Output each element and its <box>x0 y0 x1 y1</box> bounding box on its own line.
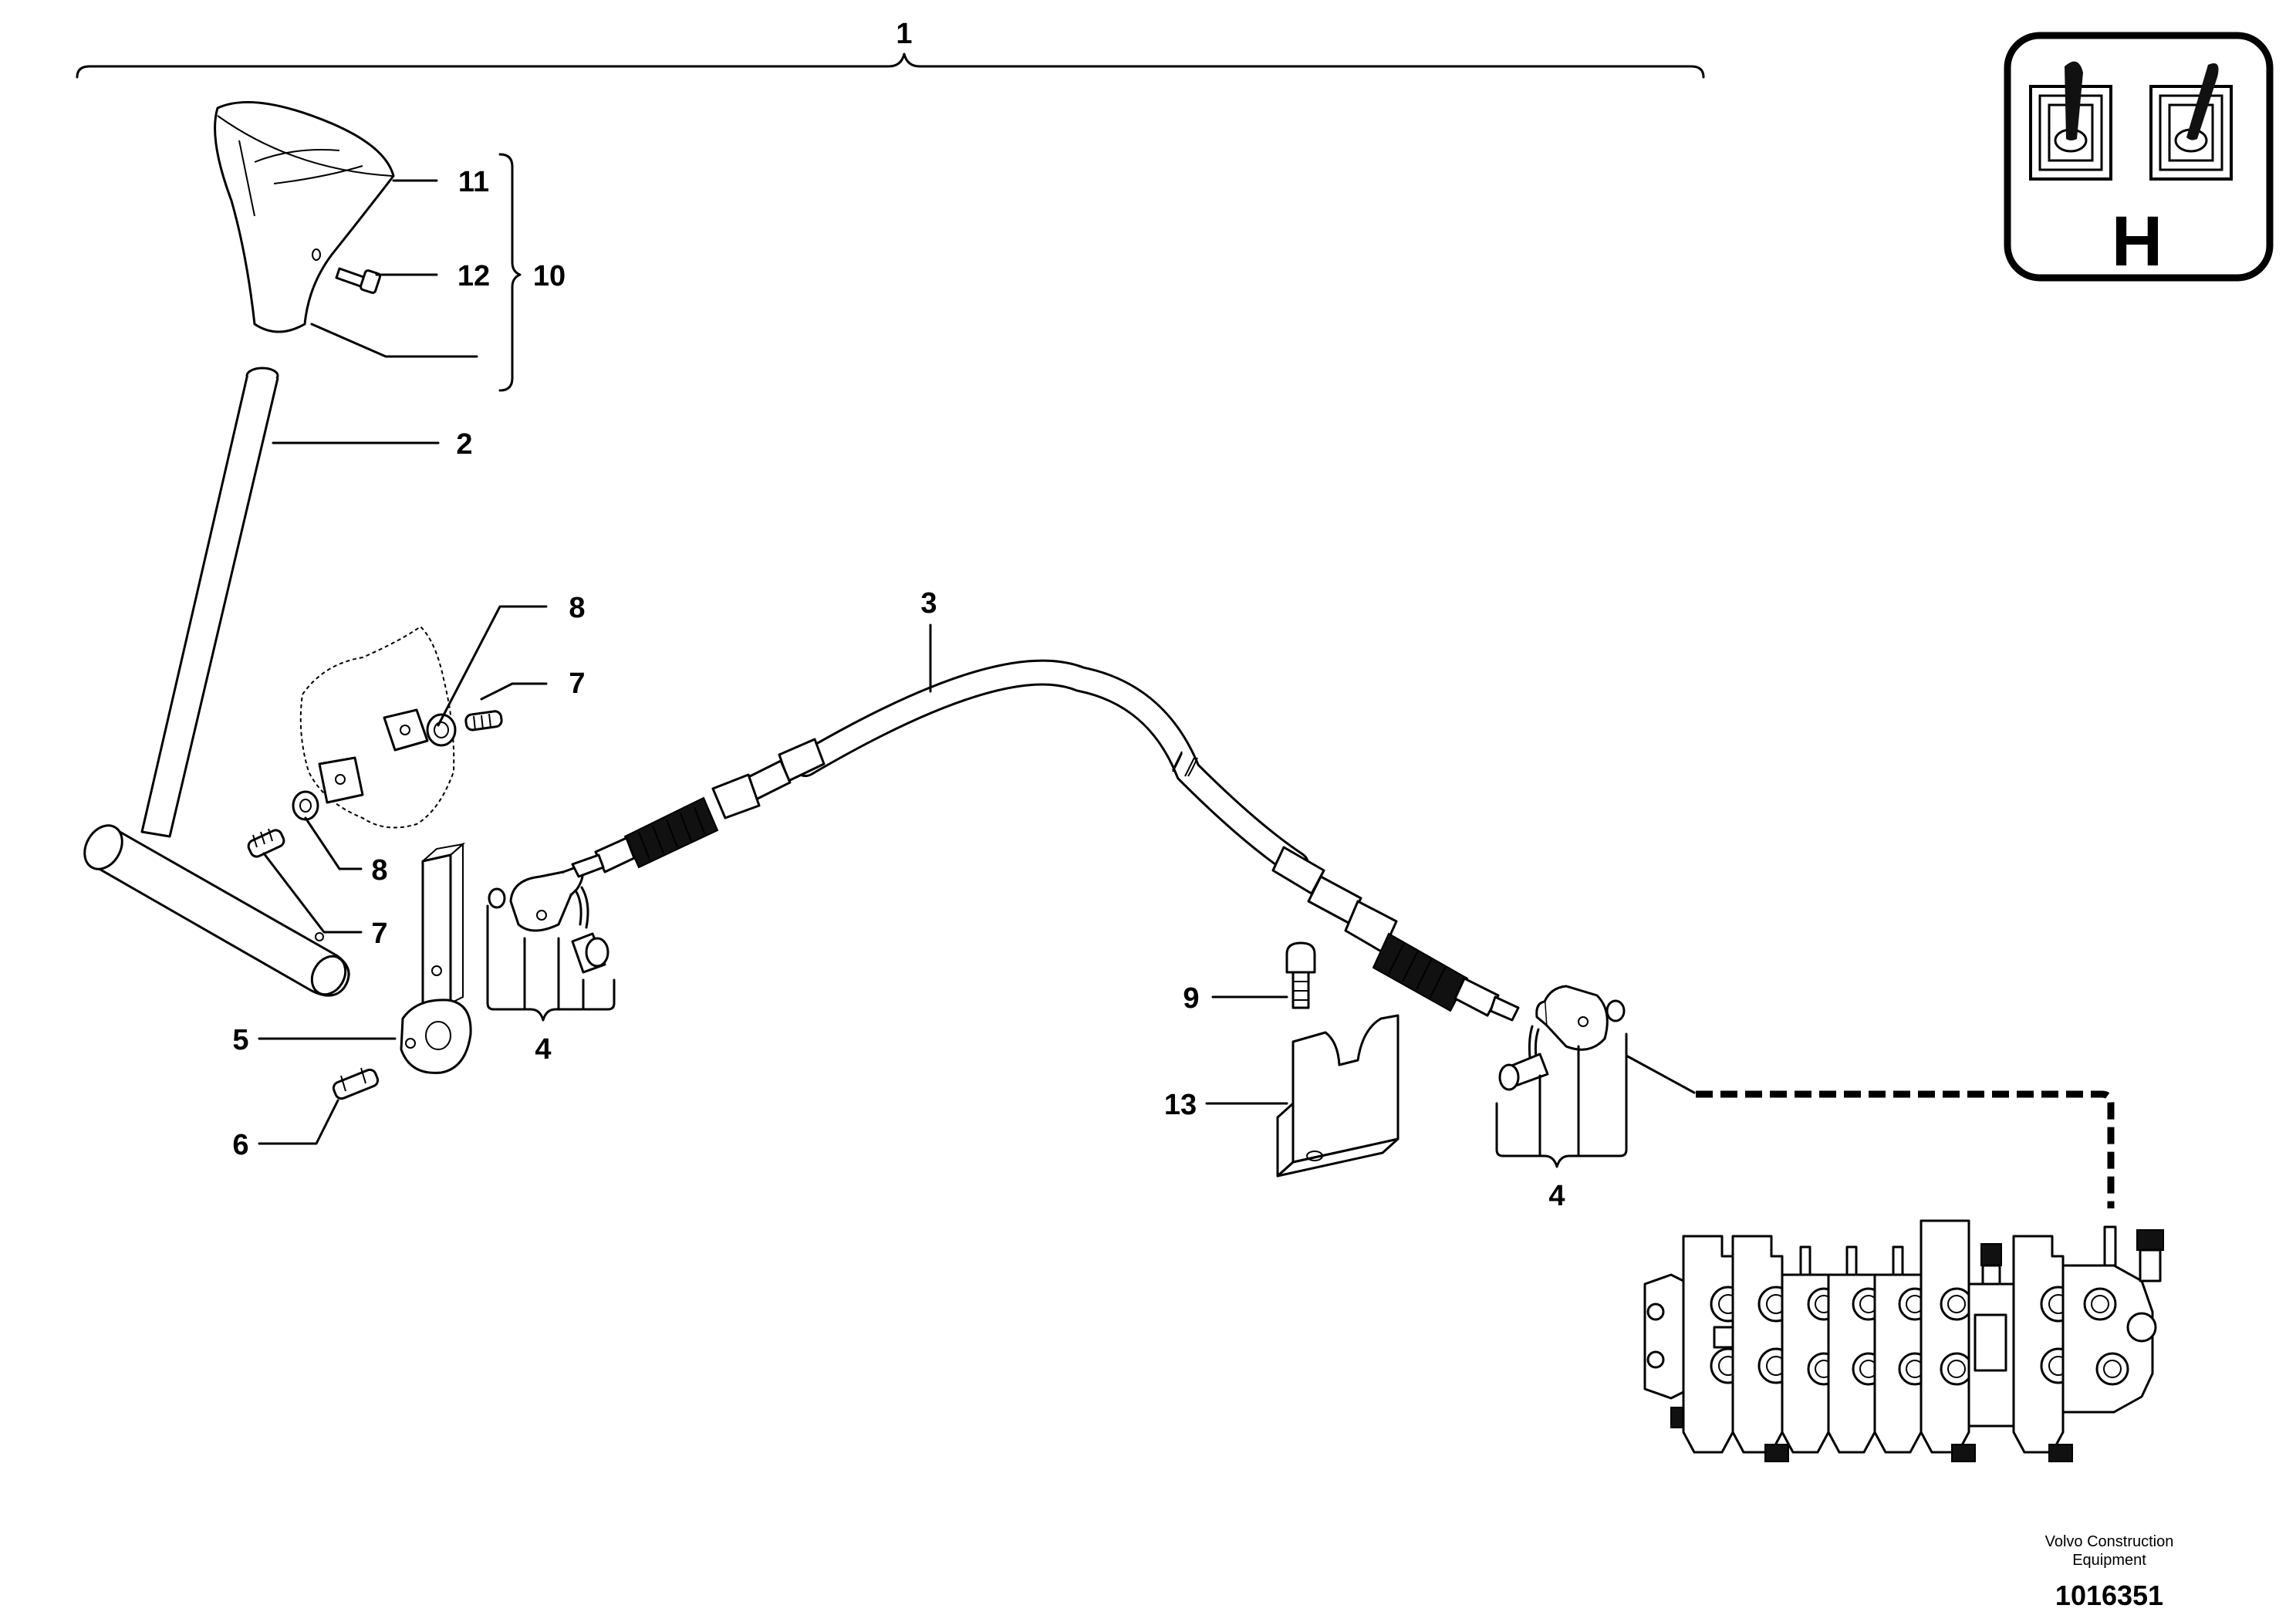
setscrew-lower <box>247 828 285 858</box>
callout-3: 3 <box>920 587 937 620</box>
bracket-screw <box>1285 941 1316 1009</box>
assembly-brace-1 <box>76 52 1705 79</box>
leader-10-lower <box>310 323 478 358</box>
callout-8a: 8 <box>569 592 585 624</box>
connector-line <box>1625 1054 1696 1094</box>
group-brace-4a <box>486 904 616 1022</box>
callout-12: 12 <box>458 260 490 292</box>
leader-7a <box>480 682 548 701</box>
setscrew-upper <box>464 710 503 732</box>
bracket <box>1276 1014 1400 1178</box>
credit-line-1: Volvo Construction <box>2045 1533 2174 1550</box>
callout-4a: 4 <box>535 1033 551 1066</box>
roll-pin <box>332 1067 380 1100</box>
mounting-panel <box>299 625 455 829</box>
cable-end-kit-left <box>488 864 609 974</box>
control-knob <box>214 101 395 333</box>
callout-7b: 7 <box>371 917 387 950</box>
callout-10: 10 <box>533 260 566 292</box>
callout-13: 13 <box>1164 1089 1197 1121</box>
valve-section <box>1967 1243 2015 1428</box>
cable-end-kit-right <box>1498 985 1626 1091</box>
callout-7a: 7 <box>569 667 585 700</box>
callout-1: 1 <box>896 18 912 50</box>
group-brace-4b <box>1495 1032 1628 1168</box>
leader-8a <box>437 605 548 727</box>
twin-joystick-control-icon: H <box>2004 32 2274 282</box>
left-joystick-icon <box>2029 61 2112 181</box>
callout-5: 5 <box>232 1024 248 1056</box>
leader-7b <box>262 852 363 934</box>
credit-line-2: Equipment <box>2072 1552 2146 1569</box>
callout-8b: 8 <box>371 854 387 887</box>
symbol-letter: H <box>2112 202 2163 281</box>
group-brace-10 <box>498 153 522 392</box>
knob-screw <box>335 267 381 294</box>
callout-2: 2 <box>456 428 472 461</box>
rubber-boot-right <box>1372 932 1469 1012</box>
valve-section-end <box>2061 1225 2164 1414</box>
callout-6: 6 <box>232 1129 248 1161</box>
control-valve-block <box>1643 1219 2164 1462</box>
lever-rod <box>83 367 350 997</box>
callout-4b: 4 <box>1548 1180 1565 1212</box>
control-cable <box>571 659 1520 1022</box>
dashed-connector <box>1696 1090 2115 1208</box>
pivot-arm <box>400 842 472 1074</box>
callout-11: 11 <box>458 166 489 198</box>
drawing-number: 1016351 <box>2055 1580 2163 1611</box>
nut-lower <box>292 790 319 821</box>
valve-section <box>1920 1219 1976 1462</box>
right-joystick-icon <box>2149 63 2233 181</box>
nut-upper <box>426 713 457 747</box>
callout-9: 9 <box>1183 982 1199 1015</box>
leader-6 <box>258 1099 339 1145</box>
rubber-boot-left <box>623 796 719 869</box>
leader-8b <box>304 816 363 870</box>
